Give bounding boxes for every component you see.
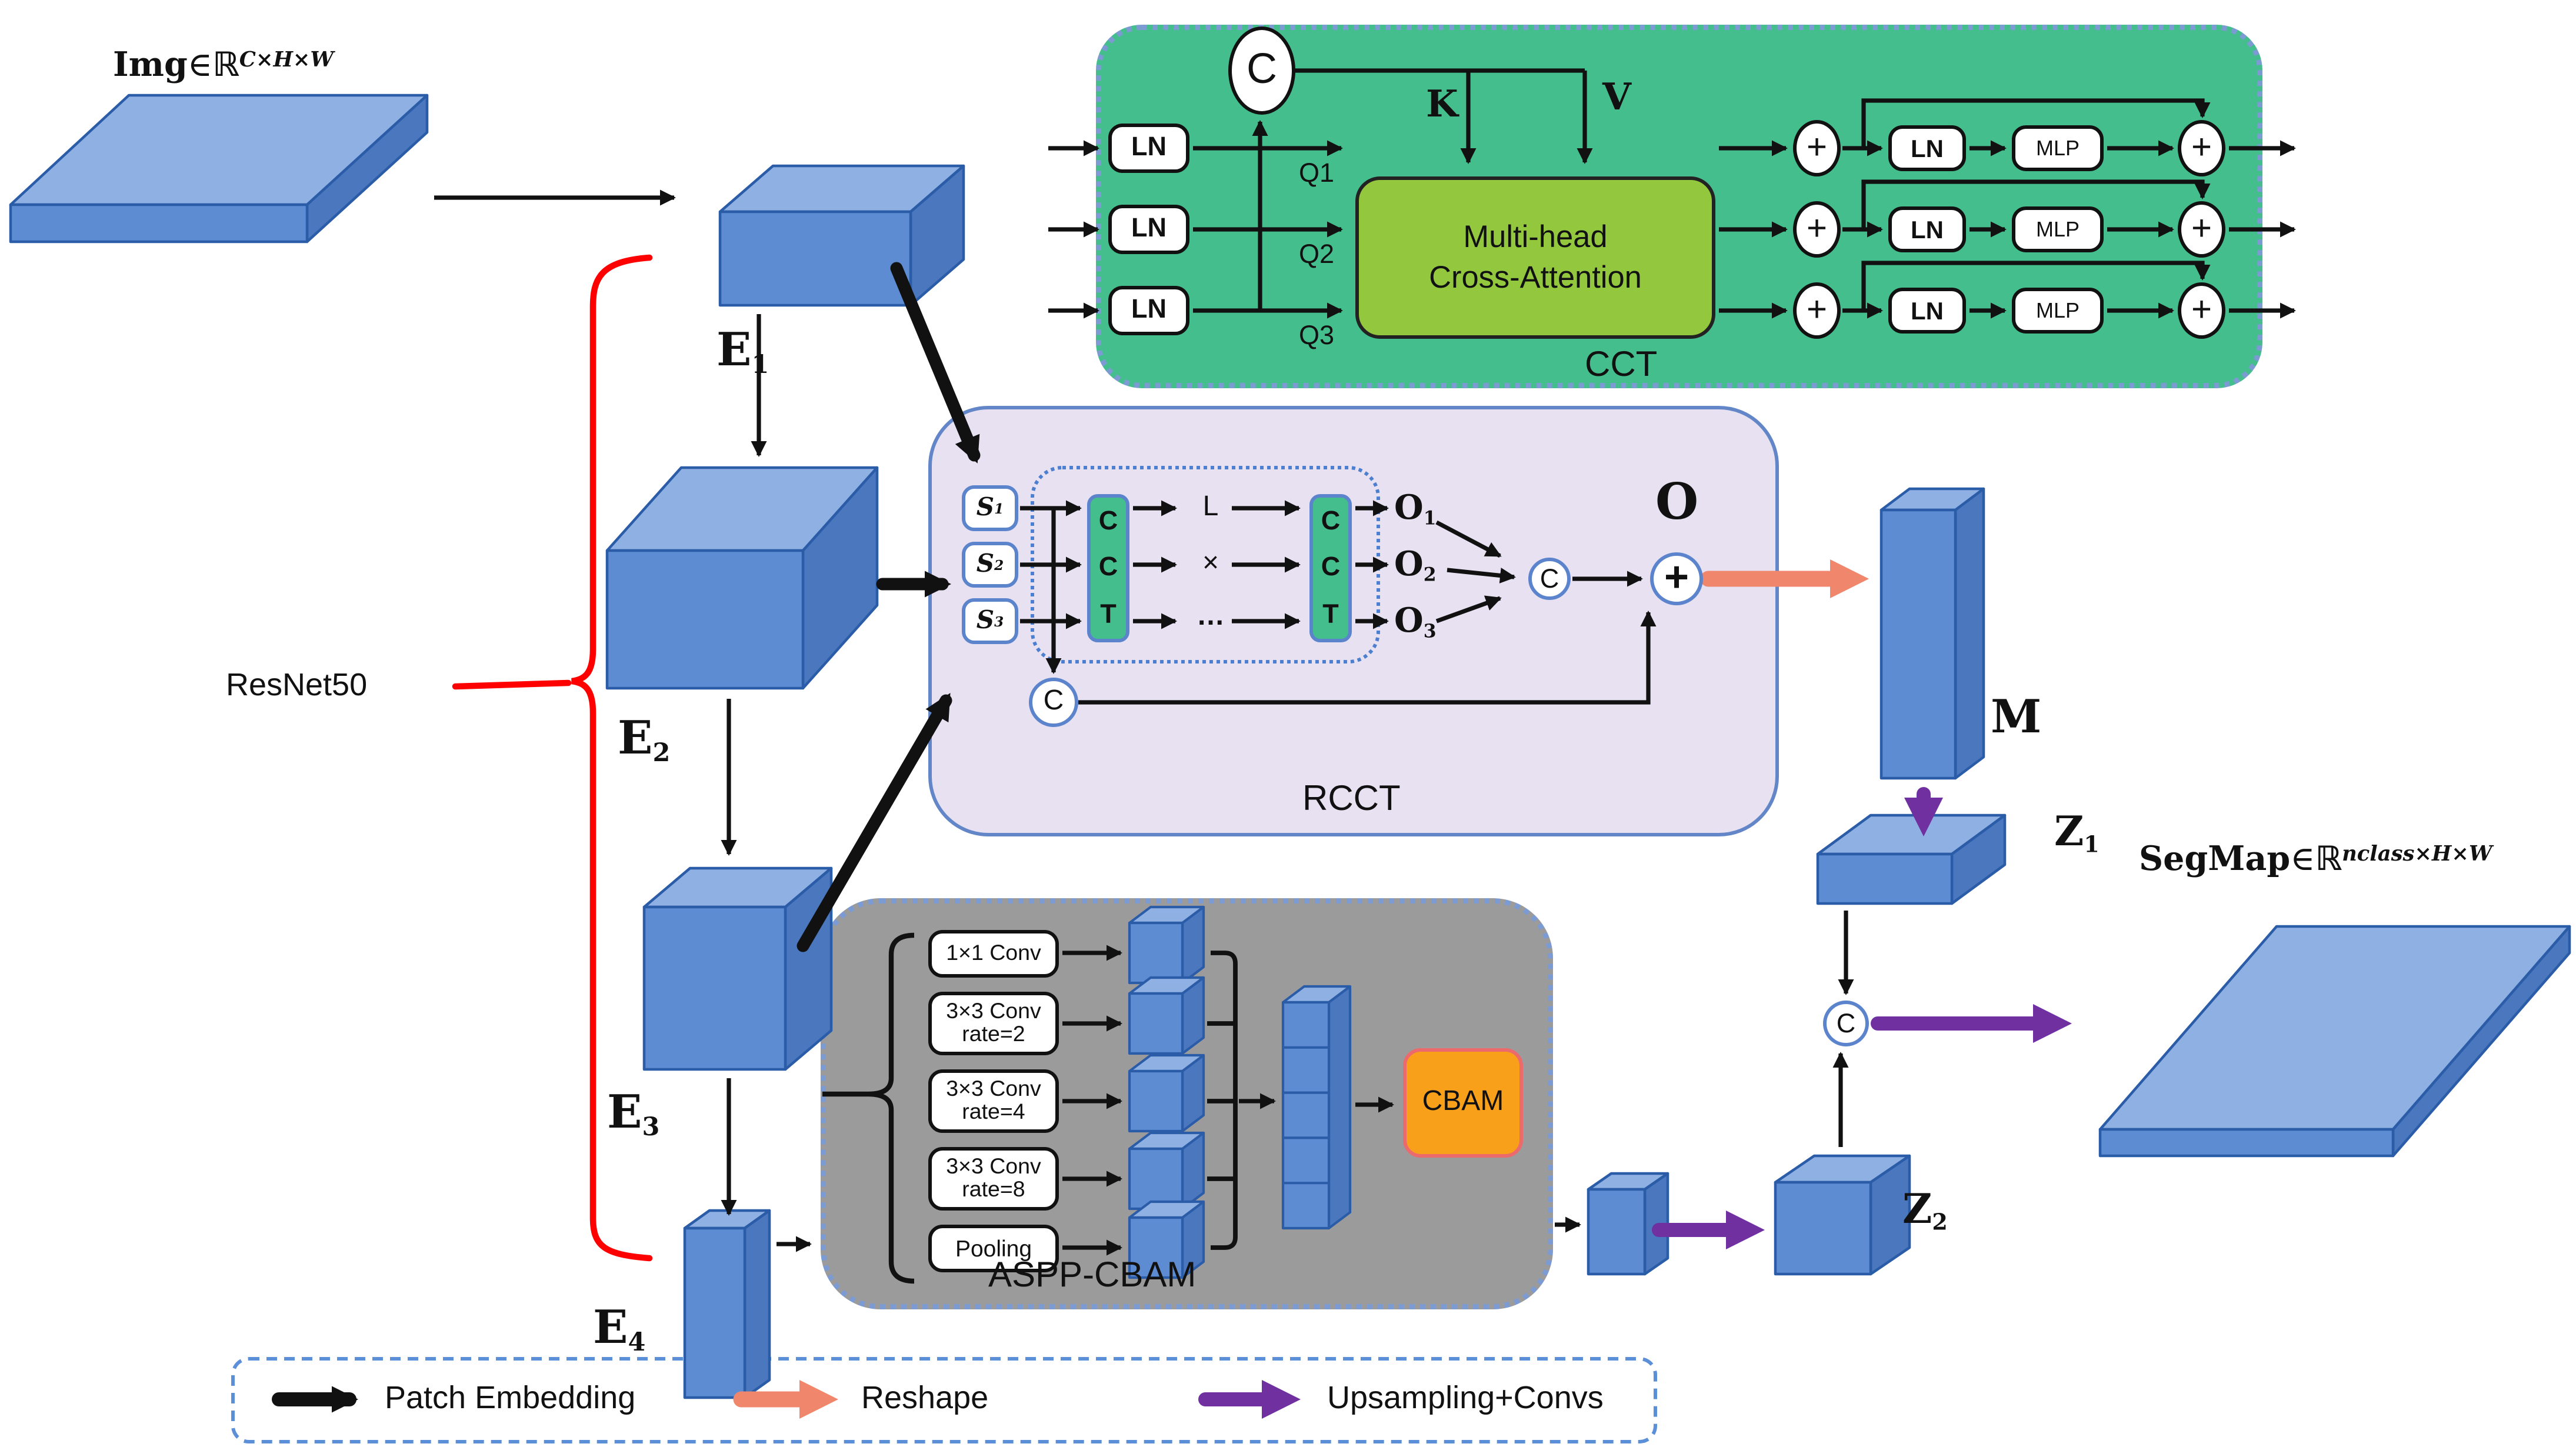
aspp-branch-cubes: [1128, 905, 1205, 1279]
z1-tensor: [1816, 813, 2007, 905]
cct-mlp-box: MLP: [2012, 125, 2104, 171]
z2-tensor: [1774, 1154, 1911, 1276]
e4-label: E4: [593, 1302, 646, 1358]
resnet-brace: [452, 254, 653, 1262]
legend-upsampling-label: Upsampling+Convs: [1327, 1380, 1604, 1415]
m-label: M: [1991, 692, 2042, 745]
segmap-label: SegMap∈ℝnclass×H×W: [2139, 840, 2492, 879]
cct-ln-box: LN: [1108, 124, 1189, 173]
cbam-box: CBAM: [1403, 1048, 1523, 1158]
cct-ln-box: LN: [1108, 286, 1189, 335]
cct-ln-box: LN: [1108, 205, 1189, 254]
cct-add2-circle: +: [2178, 120, 2225, 176]
v-label: V: [1602, 74, 1631, 118]
cct-ln2-box: LN: [1888, 288, 1966, 334]
rcct-concat-bottom-circle: C: [1029, 678, 1078, 727]
q3-label: Q3: [1299, 321, 1335, 351]
legend-reshape-label: Reshape: [861, 1380, 989, 1415]
img-tensor-label: Img∈ℝC×H×W: [113, 46, 334, 85]
m-tensor-bar: [1879, 487, 1985, 780]
k-label: K: [1426, 81, 1458, 125]
patch-embedding-arrows: [797, 262, 981, 952]
rcct-title: RCCT: [1302, 780, 1401, 819]
resnet-label: ResNet50: [226, 667, 368, 702]
q1-label: Q1: [1299, 159, 1335, 189]
rcct-o2-label: O2: [1394, 545, 1437, 586]
cct-add-circle: +: [1793, 120, 1841, 176]
cct-mlp-box: MLP: [2012, 288, 2104, 334]
aspp-conv1x1-box: 1×1 Conv: [928, 930, 1059, 978]
cct-ln2-box: LN: [1888, 125, 1966, 171]
cct-add-circle: +: [1793, 201, 1841, 258]
aspp-concat-stack: [1281, 985, 1352, 1230]
segmap-tensor: [2098, 925, 2571, 1158]
cct-mlp-box: MLP: [2012, 206, 2104, 252]
e3-label: E3: [607, 1087, 660, 1142]
rcct-mid-dots: …: [1197, 602, 1225, 632]
aspp-pooling-box: Pooling: [928, 1225, 1059, 1272]
rcct-mid-l: L: [1202, 492, 1219, 522]
upsample-input-cube: [1587, 1172, 1669, 1276]
q2-label: Q2: [1299, 240, 1335, 270]
img-tensor: [9, 94, 429, 244]
cct-title: CCT: [1585, 346, 1658, 385]
z2-label: Z2: [1902, 1186, 1948, 1235]
flow-arrows: [434, 68, 2296, 1256]
e3-feature-cube: [642, 866, 833, 1071]
decoder-concat-circle: C: [1823, 1001, 1869, 1046]
z1-label: Z1: [2054, 808, 2100, 858]
e1-label: E1: [717, 325, 769, 380]
rcct-mid-x: ×: [1202, 549, 1219, 579]
rcct-bigO-label: O: [1655, 473, 1699, 531]
aspp-collector-bracket: [1207, 951, 1238, 1250]
cct-add2-circle: +: [2178, 201, 2225, 258]
e2-label: E2: [618, 713, 671, 768]
aspp-split-brace: [822, 932, 915, 1284]
e1-feature-cube: [718, 164, 965, 307]
e2-feature-cube: [605, 466, 879, 690]
legend-box: [231, 1357, 1657, 1443]
cct-concat-circle: C: [1228, 26, 1295, 115]
cct-add2-circle: +: [2178, 282, 2225, 339]
aspp-title: ASPP-CBAM: [988, 1256, 1197, 1295]
upsampling-arrows: [1652, 787, 2072, 1249]
rcct-o3-label: O3: [1394, 602, 1437, 643]
cct-ln2-box: LN: [1888, 206, 1966, 252]
e4-feature-cube: [683, 1209, 771, 1399]
rcct-add-circle: +: [1650, 552, 1703, 605]
rcct-concat-mid-circle: C: [1528, 558, 1571, 600]
legend-patch-embedding-label: Patch Embedding: [385, 1380, 636, 1415]
rcct-o1-label: O1: [1394, 489, 1437, 530]
cct-add-circle: +: [1793, 282, 1841, 339]
